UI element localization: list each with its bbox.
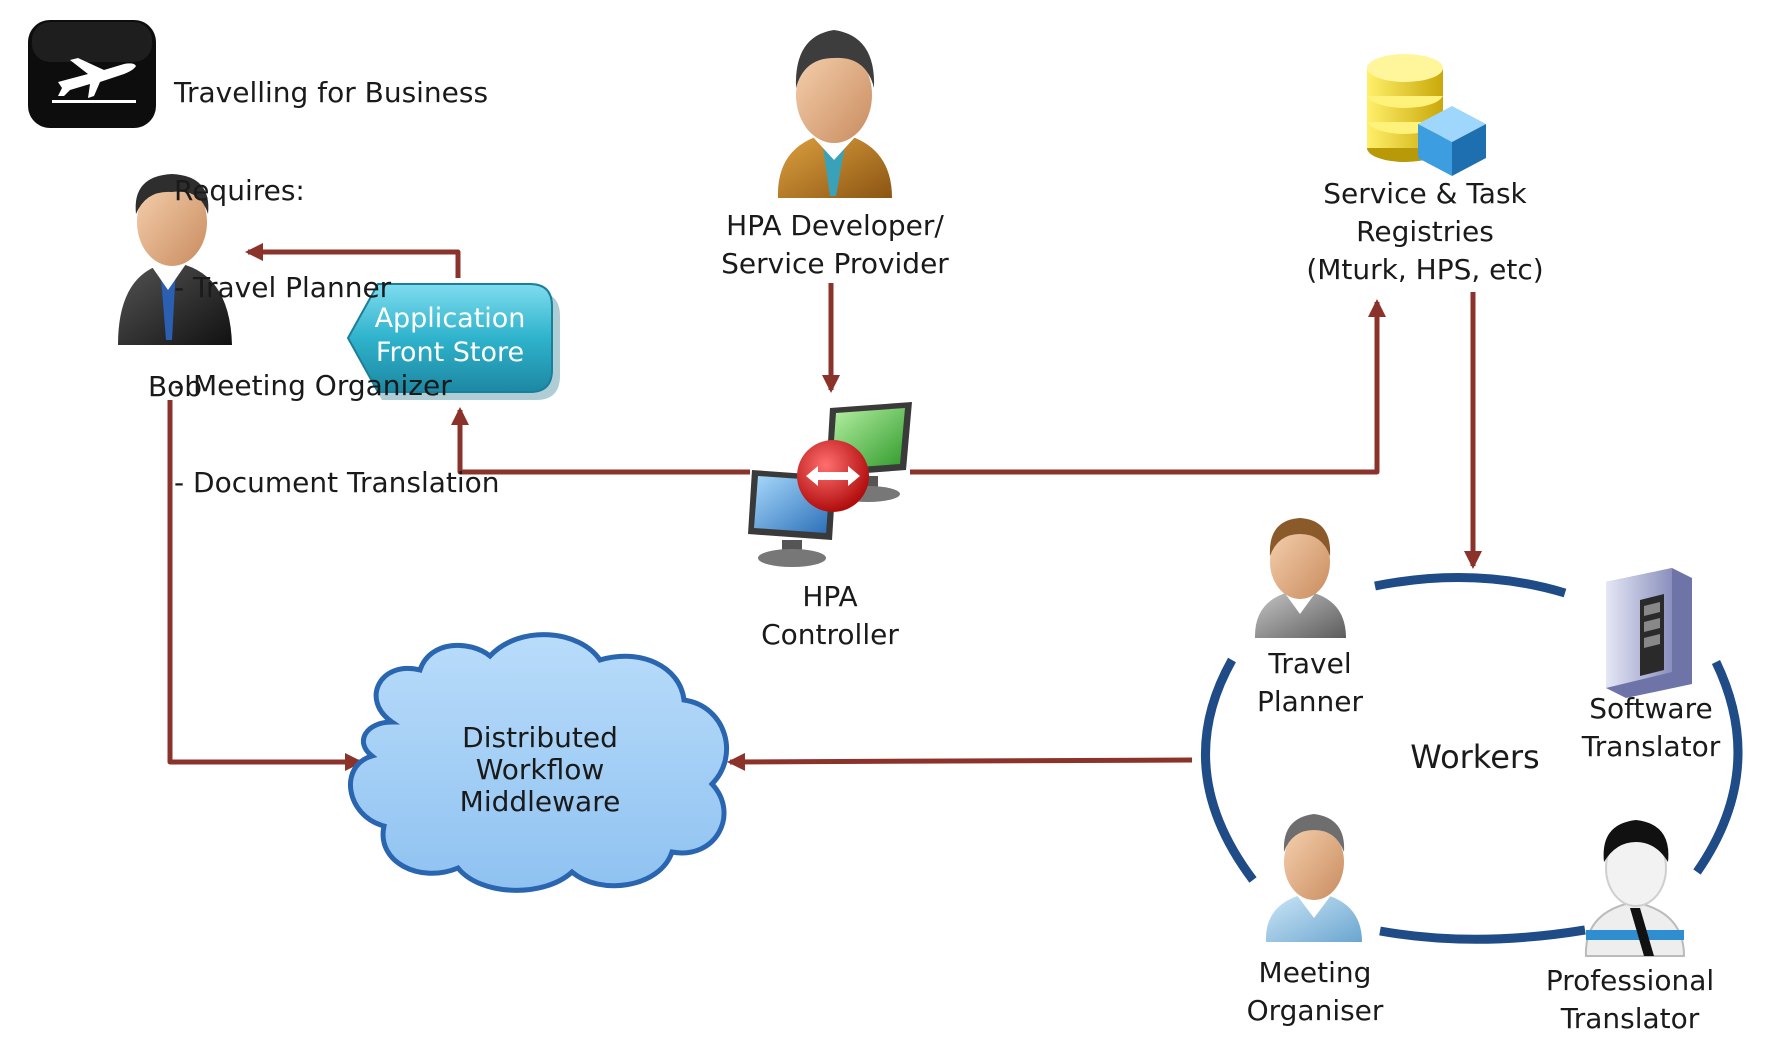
intro-line-1: Travelling for Business	[174, 76, 489, 109]
middleware-cloud	[348, 632, 730, 893]
ring-arc-left	[1201, 657, 1257, 883]
controller-computers-icon	[748, 402, 912, 567]
professional-translator-label: Professional Translator	[1530, 962, 1730, 1038]
bob-label: Bob	[147, 370, 203, 403]
middleware-label-line-1: Distributed	[462, 721, 618, 754]
developer-label-line-2: Service Provider	[721, 247, 949, 280]
travel-planner-label: Travel Planner	[1235, 645, 1385, 721]
arrow-controller-to-registries	[910, 299, 1386, 475]
developer-person-icon	[777, 30, 892, 198]
registries-label-line-2: Registries	[1356, 215, 1494, 248]
ring-arc-right	[1693, 660, 1743, 875]
professional-translator-label-line-1: Professional	[1545, 964, 1715, 997]
database-coins-icon	[1367, 54, 1443, 162]
arrow-bob-to-middleware	[167, 400, 363, 771]
bob-person-icon	[118, 174, 232, 345]
controller-label-line-2: Controller	[761, 618, 899, 651]
intro-item-document-translation: - Document Translation	[174, 466, 500, 499]
professional-translator-person-icon	[1584, 820, 1686, 957]
travel-planner-person-icon	[1254, 518, 1346, 638]
meeting-organiser-label-line-1: Meeting	[1258, 956, 1372, 989]
workers-ring	[1201, 572, 1743, 944]
developer-label: HPA Developer/ Service Provider	[700, 207, 970, 283]
meeting-organiser-person-icon	[1265, 814, 1362, 942]
travel-planner-label-line-1: Travel	[1268, 647, 1352, 680]
meeting-organiser-label: Meeting Organiser	[1235, 954, 1395, 1030]
server-icon	[1606, 568, 1692, 698]
airplane-icon	[28, 20, 156, 128]
ring-arc-top	[1374, 572, 1567, 598]
registries-label-line-1: Service & Task	[1323, 177, 1527, 210]
middleware-label-line-3: Middleware	[459, 785, 621, 818]
intro-item-meeting-organizer: - Meeting Organizer	[174, 368, 452, 402]
ring-arc-bottom	[1379, 925, 1586, 944]
store-label-line-2: Front Store	[375, 337, 525, 368]
developer-label-line-1: HPA Developer/	[726, 209, 944, 242]
travel-planner-label-line-2: Planner	[1256, 685, 1364, 718]
controller-label-line-1: HPA	[802, 580, 858, 613]
arrow-store-to-bob	[245, 243, 461, 278]
registries-label-line-3: (Mturk, HPS, etc)	[1306, 253, 1544, 286]
registries-label: Service & Task Registries (Mturk, HPS, e…	[1290, 175, 1560, 289]
workers-title: Workers	[1410, 738, 1540, 776]
connectors	[167, 243, 1482, 771]
software-translator-label: Software Translator	[1566, 690, 1736, 766]
middleware-label-line-2: Workflow	[475, 753, 605, 786]
application-front-store[interactable]	[346, 283, 560, 400]
software-translator-label-line-2: Translator	[1581, 730, 1721, 763]
software-translator-label-line-1: Software	[1589, 692, 1713, 725]
arrow-controller-to-store	[451, 407, 750, 475]
arrow-workers-to-middleware	[727, 752, 1193, 771]
middleware-label: Distributed Workflow Middleware	[440, 722, 640, 818]
intro-item-travel-planner: - Travel Planner	[174, 271, 392, 304]
intro-note: Travelling for Business Requires: - Trav…	[174, 12, 500, 532]
meeting-organiser-label-line-2: Organiser	[1246, 994, 1384, 1027]
cube-icon	[1418, 106, 1486, 176]
controller-label: HPA Controller	[740, 578, 920, 654]
store-label[interactable]: Application Front Store	[370, 302, 530, 370]
store-label-line-1: Application	[374, 303, 526, 334]
professional-translator-label-line-2: Translator	[1560, 1002, 1700, 1035]
intro-line-2: Requires:	[174, 173, 305, 207]
